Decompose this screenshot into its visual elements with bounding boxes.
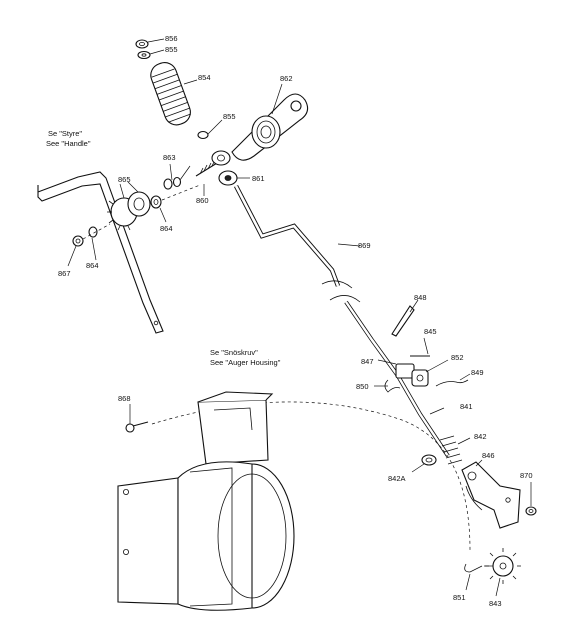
callout-843: 843 [489,599,502,608]
lower-linkage [384,305,537,584]
grip-854 [150,62,191,126]
callout-846: 846 [482,451,495,460]
callout-850: 850 [356,382,369,391]
reference-notes: Se "Styre" See "Handle" Se "Snöskruv" Se… [46,129,281,367]
callout-842A: 842A [388,474,406,483]
callout-860: 860 [196,196,209,205]
crank-arm-862 [231,93,309,161]
callout-845: 845 [424,327,437,336]
note-auger-sv: Se "Snöskruv" [210,348,258,357]
crank-knob-assembly [135,39,309,190]
callout-865: 865 [118,175,131,184]
callout-849: 849 [471,368,484,377]
callout-864-right: 864 [160,224,173,233]
note-handle-sv: Se "Styre" [48,129,82,138]
crank-rod-869 [234,184,450,458]
callout-867: 867 [58,269,71,278]
note-auger-en: See "Auger Housing" [210,358,281,367]
callout-862: 862 [280,74,293,83]
callout-852: 852 [451,353,464,362]
callout-842: 842 [474,432,487,441]
callout-855-top: 855 [165,45,178,54]
callout-869: 869 [358,241,371,250]
auger-housing [117,391,471,611]
callout-868: 868 [118,394,131,403]
callout-848: 848 [414,293,427,302]
callout-864-left: 864 [86,261,99,270]
callout-856: 856 [165,34,178,43]
note-handle-en: See "Handle" [46,139,91,148]
callout-863: 863 [163,153,176,162]
bevel-gear-865 [107,191,151,231]
callout-855-mid: 855 [223,112,236,121]
callout-841: 841 [460,402,473,411]
handle-bracket [37,171,201,334]
callout-847: 847 [361,357,374,366]
part-callouts: 856 855 854 862 855 863 865 860 861 864 … [58,34,533,608]
callout-854: 854 [198,73,211,82]
leader-lines [67,38,532,597]
callout-851: 851 [453,593,466,602]
callout-861: 861 [252,174,265,183]
callout-870: 870 [520,471,533,480]
